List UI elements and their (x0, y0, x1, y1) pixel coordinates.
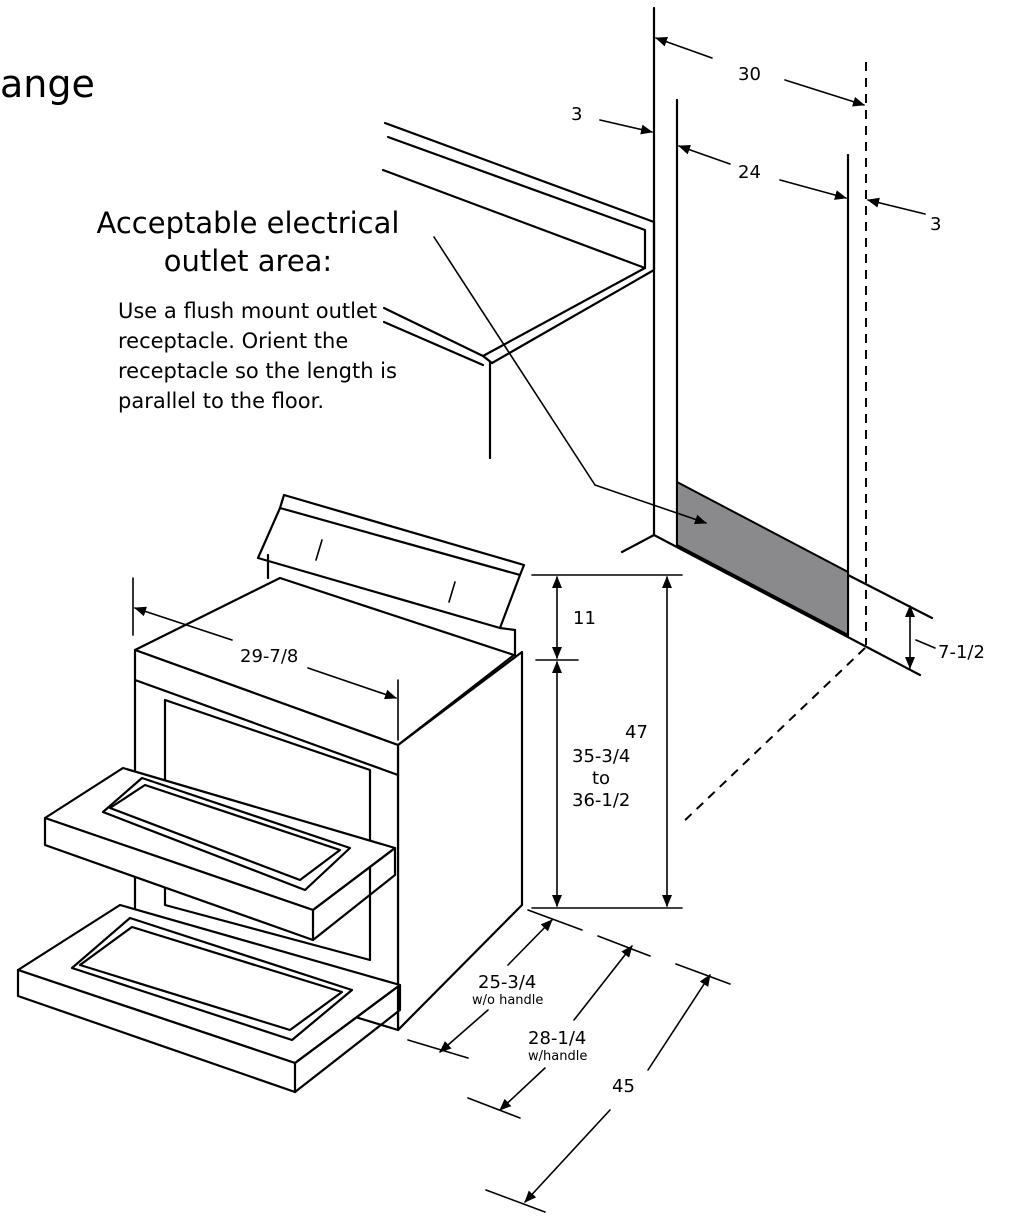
dim-depth-with-handle-note: w/handle (528, 1049, 587, 1064)
wall-structure (620, 6, 934, 826)
dim-depth-door-open: 45 (612, 1076, 635, 1097)
dim-outlet-width: 24 (738, 162, 761, 183)
dim-depth-without-handle: 25-3/4 (478, 972, 536, 993)
dim-depth-with-handle: 28-1/4 (528, 1028, 586, 1049)
dim-cooktop-height-line3: 36-1/2 (572, 790, 630, 811)
range (16, 493, 526, 1094)
outlet-area (676, 480, 849, 637)
dim-total-clearance: 30 (738, 64, 761, 85)
dim-left-offset: 3 (571, 104, 582, 125)
outlet-area-heading: Acceptable electrical outlet area: (96, 206, 400, 278)
dim-right-offset: 3 (930, 214, 941, 235)
dim-outlet-height: 7-1/2 (938, 642, 985, 663)
dim-depth-without-handle-note: w/o handle (472, 993, 543, 1008)
dim-range-width: 29-7/8 (240, 646, 298, 667)
countertop (381, 121, 656, 460)
outlet-area-note: Use a flush mount outlet receptacle. Ori… (118, 299, 397, 413)
dim-cooktop-height-line2: to (592, 768, 610, 789)
dim-overall-height: 47 (625, 722, 648, 743)
title-fragment: ange (0, 62, 95, 106)
dim-backguard-height: 11 (573, 608, 596, 629)
dim-cooktop-height-line1: 35-3/4 (572, 746, 630, 767)
outlet-leader (433, 236, 596, 486)
